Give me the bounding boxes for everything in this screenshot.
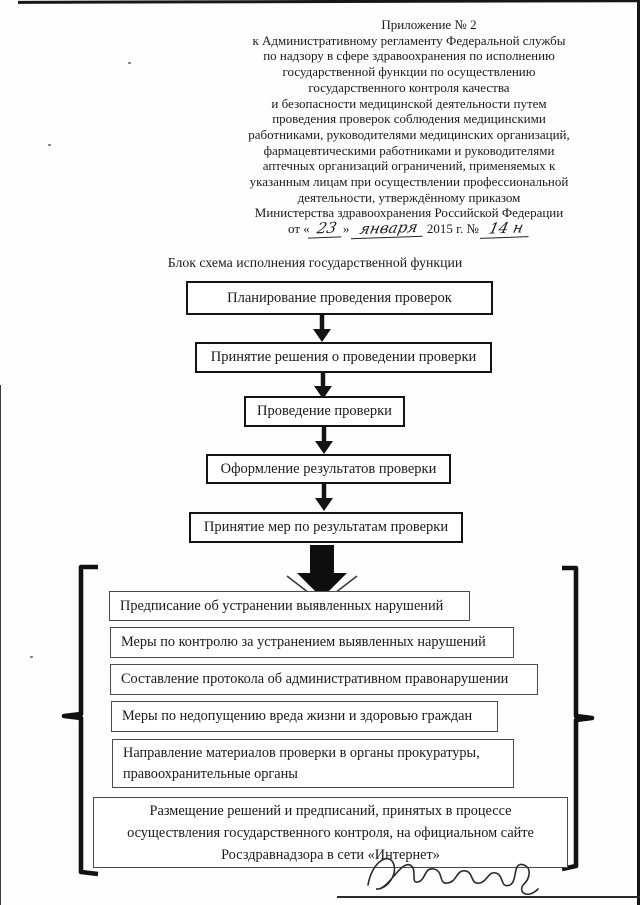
measure-label: Составление протокола об административно… — [121, 671, 509, 687]
header-line: деятельности, утверждённому приказом — [297, 189, 521, 205]
measure-label: Размещение решений и предписаний, принят… — [127, 802, 534, 863]
header-line: указанным лицам при осуществлении профес… — [249, 174, 569, 190]
measure-label: Направление материалов проверки в органы… — [123, 744, 480, 782]
handwritten-month: января — [350, 218, 426, 240]
left-brace-icon — [61, 564, 99, 877]
scan-border-bottom — [337, 896, 640, 898]
date-prefix: от « — [288, 221, 310, 237]
flow-step-box-decision: Принятие решения о проведении проверки — [195, 342, 492, 373]
date-close-quote: » — [342, 221, 350, 237]
flow-step-box-inspection: Проведение проверки — [244, 396, 405, 427]
diagram-title: Блок схема исполнения государственной фу… — [167, 255, 463, 270]
flow-step-label: Принятие решения о проведении проверки — [210, 349, 477, 365]
flow-step-label: Проведение проверки — [257, 403, 392, 419]
scan-border-left — [0, 385, 1, 905]
measure-label: Предписание об устранении выявленных нар… — [120, 597, 444, 614]
order-date-line: от «23» января 2015 г. № 14 н — [188, 218, 630, 240]
signature — [367, 858, 539, 896]
result-measure-box: Меры по контролю за устранением выявленн… — [110, 627, 514, 658]
scan-border-top — [17, 0, 640, 4]
header-line: работниками, руководителями медицинских … — [248, 126, 570, 142]
flow-step-label: Планирование проведения проверок — [227, 289, 452, 306]
header-line: государственной функции по осуществлению — [282, 64, 536, 80]
scan-speck — [30, 656, 33, 658]
date-year-label: 2015 г. № — [426, 221, 479, 237]
result-measure-box: Меры по недопущению вреда жизни и здоров… — [111, 701, 498, 732]
flow-step-box-measures: Принятие мер по результатам проверки — [189, 512, 463, 543]
flow-step-label: Оформление результатов проверки — [220, 460, 437, 477]
header-line: и безопасности медицинской деятельности … — [271, 95, 547, 111]
header-line: к Административному регламенту Федеральн… — [252, 32, 566, 48]
scan-border-right — [637, 0, 640, 905]
document-header: Приложение № 2 к Административному регла… — [188, 17, 630, 240]
header-line: проведения проверок соблюдения медицинск… — [272, 111, 546, 127]
down-arrow-icon — [314, 372, 332, 399]
flow-step-label: Принятие мер по результатам проверки — [203, 519, 449, 535]
result-measure-box: Направление материалов проверки в органы… — [112, 739, 514, 788]
header-line: Министерства здравоохранения Российской … — [254, 205, 564, 221]
down-arrow-icon — [313, 315, 331, 342]
header-line: фармацевтическими работниками и руководи… — [263, 142, 555, 158]
right-brace-icon — [561, 565, 595, 872]
header-line: государственного контроля качества — [308, 79, 510, 95]
scan-speck — [128, 62, 131, 64]
handwritten-order-number: 14 н — [480, 219, 532, 239]
measure-label: Меры по контролю за устранением выявленн… — [121, 634, 486, 650]
down-arrow-icon — [315, 427, 333, 454]
result-measure-box: Предписание об устранении выявленных нар… — [109, 591, 470, 621]
handwritten-day: 23 — [307, 219, 345, 239]
result-measure-box: Составление протокола об административно… — [110, 664, 538, 695]
flow-step-box-results: Оформление результатов проверки — [206, 454, 451, 484]
scan-speck — [48, 144, 51, 146]
big-down-arrow-icon — [286, 545, 358, 605]
header-line: аптечных организаций ограничений, примен… — [262, 158, 556, 174]
flow-step-box-planning: Планирование проведения проверок — [186, 281, 493, 315]
down-arrow-icon — [315, 484, 333, 511]
header-line: по надзору в сфере здравоохранения по ис… — [263, 48, 555, 64]
appendix-number: Приложение № 2 — [381, 17, 477, 32]
result-measure-box-publication: Размещение решений и предписаний, принят… — [93, 797, 568, 868]
measure-label: Меры по недопущению вреда жизни и здоров… — [122, 708, 473, 724]
